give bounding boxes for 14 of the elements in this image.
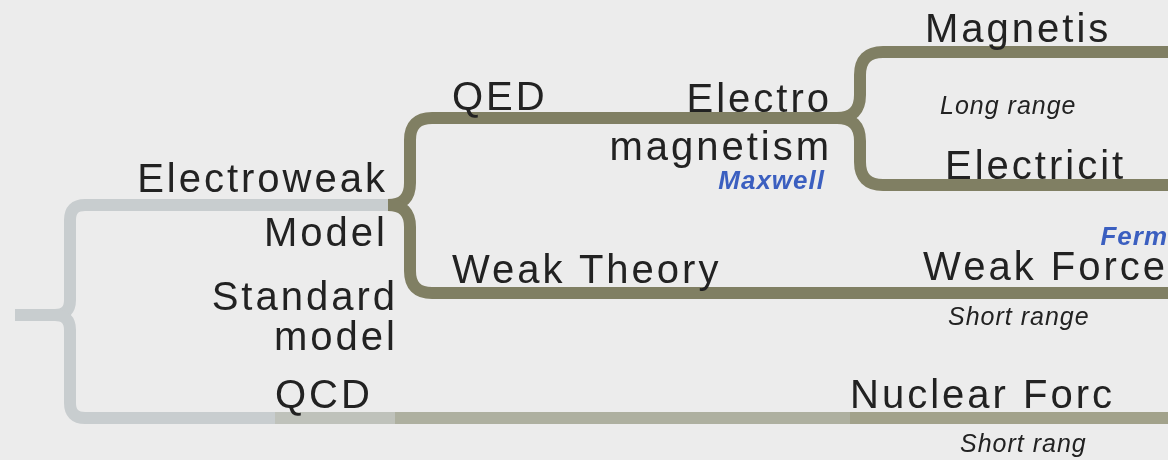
range-note: Long range (940, 92, 1077, 120)
range-note: Short rang (960, 430, 1087, 458)
branch-label: Electricit (945, 143, 1127, 187)
branch-label: Weak Theory (452, 247, 722, 291)
branch-line (782, 287, 890, 299)
branch-label: Magnetis (925, 6, 1112, 50)
branch-label: QCD (275, 372, 373, 416)
model-label: Standard model (210, 276, 398, 356)
range-note: Short range (948, 303, 1090, 331)
branch-line (395, 412, 850, 424)
branch-label: Electroweak (137, 156, 388, 200)
branch-label: Model (264, 210, 388, 254)
branch-label: Nuclear Forc (850, 372, 1115, 416)
branch-label: QED (452, 74, 548, 118)
